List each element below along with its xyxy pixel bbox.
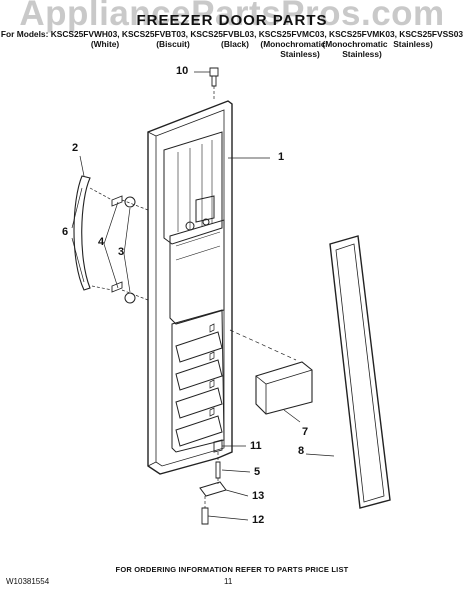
hinge-screw [201, 507, 209, 525]
model-list: For Models: KSCS25FVWH03, KSCS25FVBT03, … [0, 29, 464, 39]
hinge-bracket [199, 481, 227, 497]
callout-5: 5 [254, 466, 261, 478]
variant-black: (Black) [210, 39, 260, 49]
variant-line: (Biscuit) [156, 39, 190, 49]
door-handle [73, 175, 91, 291]
variant-line: Stainless) [342, 49, 382, 59]
variant-line: (Monochromatic [322, 39, 388, 49]
document-number: W10381554 [6, 577, 50, 586]
callout-4: 4 [98, 236, 105, 248]
leaders [71, 71, 335, 521]
variant-line: (Monochromatic [260, 39, 326, 49]
callout-11: 11 [250, 440, 262, 452]
top-screw [209, 67, 219, 87]
door-shelf-4 [175, 415, 223, 447]
door-shelf-2 [175, 359, 223, 391]
handle-mounts [111, 195, 123, 293]
variant-line: (Black) [221, 39, 249, 49]
variant-biscuit: (Biscuit) [148, 39, 198, 49]
variant-monochromatic-1: (Monochromatic Stainless) [258, 39, 328, 59]
dispenser-switch-2 [202, 218, 210, 226]
door-shelf-1 [175, 331, 223, 363]
callout-2: 2 [72, 142, 79, 154]
page-number: 11 [224, 577, 233, 586]
dispenser-chute [195, 195, 215, 223]
hinge-pin [215, 461, 221, 479]
callout-1: 1 [278, 151, 285, 163]
variant-white: (White) [80, 39, 130, 49]
dispenser-channels [177, 140, 213, 232]
hinge-bushing [213, 439, 223, 453]
callout-12: 12 [252, 514, 265, 526]
variant-line: Stainless) [280, 49, 320, 59]
ordering-info: FOR ORDERING INFORMATION REFER TO PARTS … [115, 565, 349, 574]
callout-13: 13 [252, 490, 265, 502]
door-panel-inner [155, 109, 225, 467]
callout-6: 6 [62, 226, 69, 238]
shelf-clips [209, 323, 215, 417]
dispenser-housing [169, 219, 225, 325]
callout-7: 7 [302, 426, 309, 438]
variant-line: (White) [90, 39, 120, 49]
dispenser-upper [163, 131, 223, 245]
callout-3: 3 [118, 246, 125, 258]
door-panel-edge [147, 131, 157, 467]
spacer-upper [124, 196, 136, 208]
variant-stainless: Stainless) [388, 39, 438, 49]
page-title: FREEZER DOOR PARTS [136, 12, 328, 29]
variant-monochromatic-2: (Monochromatic Stainless) [320, 39, 390, 59]
door-shelf-3 [175, 387, 223, 419]
callout-10: 10 [176, 65, 189, 77]
door-panel [147, 100, 233, 475]
shelf-frame [171, 309, 225, 453]
door-gasket [329, 235, 391, 509]
spacer-lower [124, 292, 136, 304]
dispenser-switch [185, 221, 195, 231]
watermark: AppliancePartsPros.com [19, 0, 445, 33]
housing-detail [175, 231, 221, 261]
callout-8: 8 [298, 445, 305, 457]
door-bin [255, 361, 313, 415]
variant-line: Stainless) [393, 39, 433, 49]
